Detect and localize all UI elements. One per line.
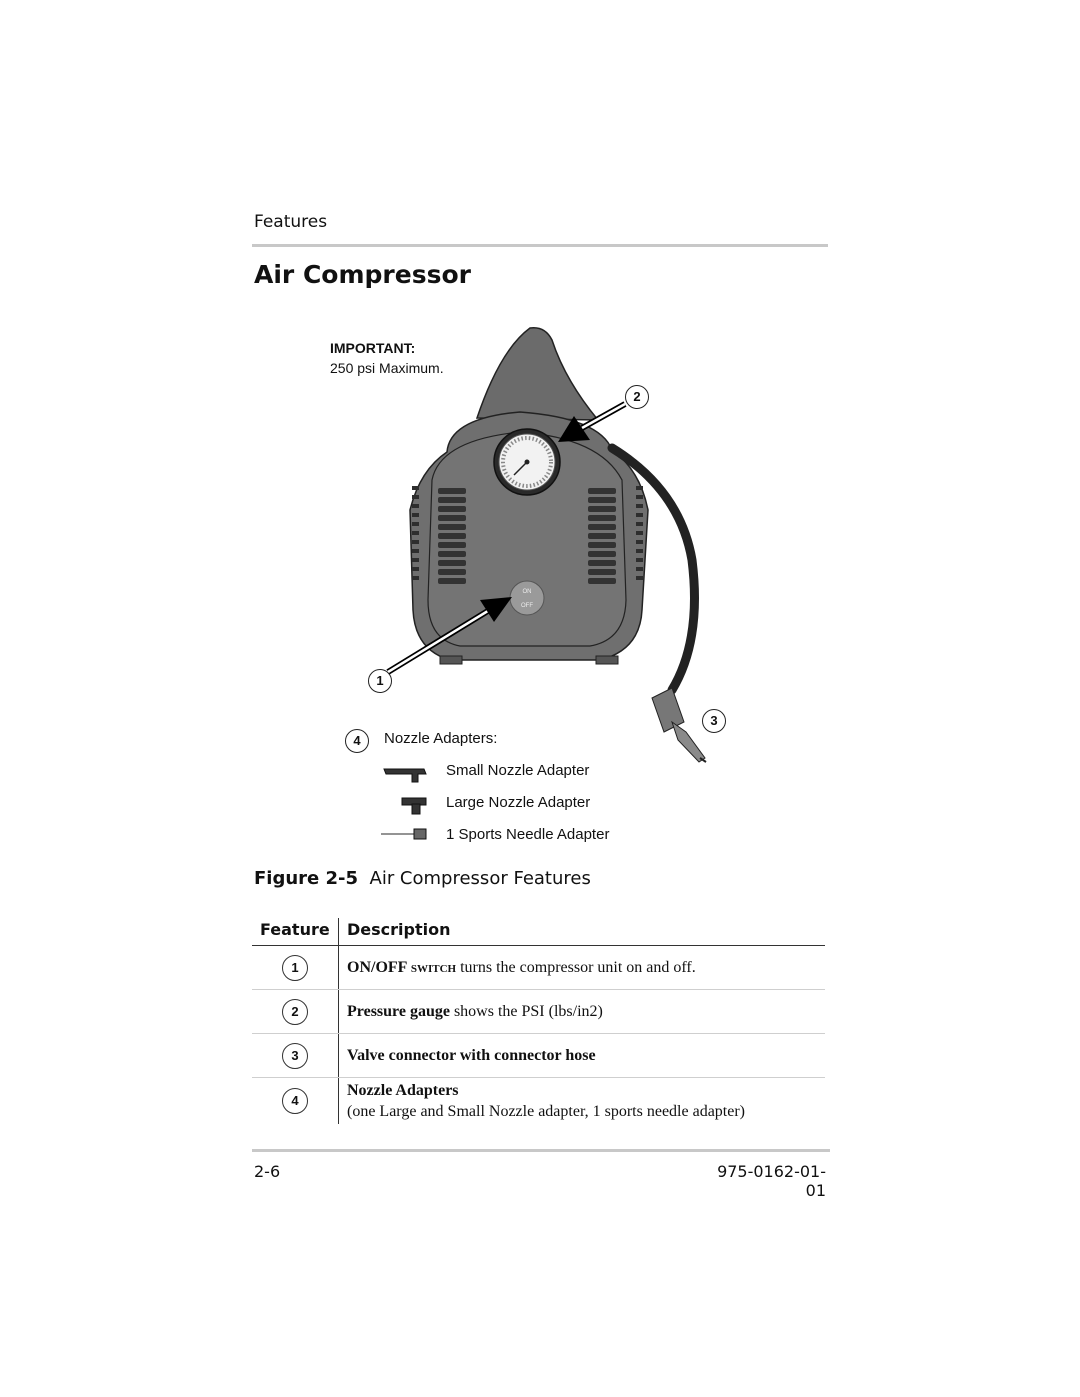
footer-rule xyxy=(252,1149,830,1152)
important-note: IMPORTANT: 250 psi Maximum. xyxy=(330,338,444,378)
on-off-switch: ON OFF xyxy=(509,580,545,616)
table-row: 1 ON/OFF switch turns the compressor uni… xyxy=(252,945,825,990)
table-header-row: Feature Description xyxy=(252,918,825,946)
important-label: IMPORTANT: xyxy=(330,340,416,356)
page-title: Air Compressor xyxy=(254,260,471,289)
left-vent xyxy=(438,488,466,584)
valve-connector xyxy=(651,687,707,763)
table-row: 2 Pressure gauge shows the PSI (lbs/in2) xyxy=(252,989,825,1034)
callout-2: 2 xyxy=(625,385,649,409)
table-row: 3 Valve connector with connector hose xyxy=(252,1033,825,1078)
large-nozzle-adapter-label: Large Nozzle Adapter xyxy=(446,794,591,811)
feature-number-badge: 2 xyxy=(282,998,308,1025)
nozzle-adapters-heading: Nozzle Adapters: xyxy=(384,730,498,747)
sports-needle-adapter-label: 1 Sports Needle Adapter xyxy=(446,826,610,843)
foot-left xyxy=(439,655,463,665)
page-number: 2-6 xyxy=(254,1162,281,1181)
switch-off-label: OFF xyxy=(521,603,533,609)
callout-1: 1 xyxy=(368,669,392,693)
air-compressor-illustration: ON OFF xyxy=(381,327,707,840)
feature-description: Nozzle Adapters (one Large and Small Nozz… xyxy=(339,1078,826,1125)
switch-on-label: ON xyxy=(523,589,532,595)
small-nozzle-adapter-label: Small Nozzle Adapter xyxy=(446,762,590,779)
feature-number-badge: 4 xyxy=(282,1088,308,1114)
feature-table: Feature Description 1 ON/OFF switch turn… xyxy=(252,918,825,1124)
arrow-to-switch xyxy=(386,597,512,675)
compressor-face xyxy=(427,431,627,647)
large-nozzle-adapter-icon xyxy=(401,797,427,815)
feature-description: ON/OFF switch turns the compressor unit … xyxy=(338,945,825,990)
compressor-top-fin xyxy=(475,327,600,421)
small-nozzle-adapter-icon xyxy=(383,768,427,783)
callout-4: 4 xyxy=(345,729,369,753)
feature-number-badge: 1 xyxy=(282,954,308,981)
sports-needle-adapter-icon xyxy=(381,828,427,840)
connector-hose xyxy=(607,443,699,695)
feature-description: Pressure gauge shows the PSI (lbs/in2) xyxy=(338,989,825,1034)
arrow-to-gauge xyxy=(558,401,627,442)
important-text: 250 psi Maximum. xyxy=(330,360,444,376)
figure-number: Figure 2-5 xyxy=(254,868,359,889)
feature-detail: turns the compressor unit on and off. xyxy=(456,958,696,976)
feature-detail: shows the PSI (lbs/in2) xyxy=(449,1002,603,1020)
figure-caption-text: Air Compressor Features xyxy=(369,868,591,889)
feature-name: Valve connector with connector hose xyxy=(347,1046,596,1064)
callout-3: 3 xyxy=(702,709,726,733)
right-vent xyxy=(588,488,616,584)
figure-caption: Figure 2-5 Air Compressor Features xyxy=(254,868,591,889)
pressure-gauge xyxy=(493,428,561,496)
side-grill-left xyxy=(412,486,419,580)
feature-name: Nozzle Adapters xyxy=(347,1082,459,1099)
table-row: 4 Nozzle Adapters (one Large and Small No… xyxy=(252,1077,826,1125)
header-rule xyxy=(252,244,828,247)
document-number: 975-0162-01-01 xyxy=(717,1162,826,1200)
feature-description: Valve connector with connector hose xyxy=(338,1033,825,1078)
feature-name: ON/OFF switch xyxy=(347,958,457,976)
feature-name: Pressure gauge xyxy=(347,1002,450,1020)
section-header: Features xyxy=(254,212,328,232)
feature-number-badge: 3 xyxy=(282,1042,308,1069)
foot-right xyxy=(595,655,619,665)
description-column-header: Description xyxy=(338,918,825,946)
feature-column-header: Feature xyxy=(252,918,339,946)
feature-detail: (one Large and Small Nozzle adapter, 1 s… xyxy=(347,1103,746,1120)
side-grill-right xyxy=(636,486,643,580)
